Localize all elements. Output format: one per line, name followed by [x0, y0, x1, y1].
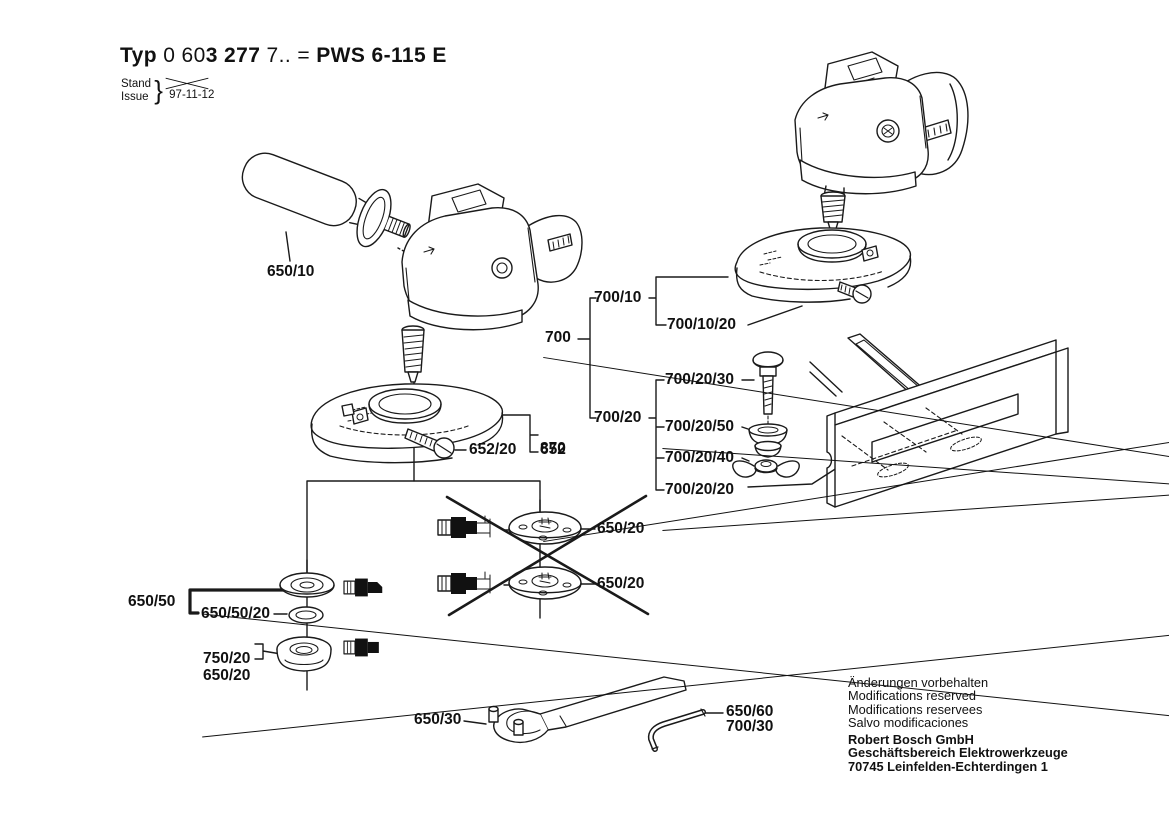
- label-650-20-old-struck: 650/20: [203, 668, 1169, 684]
- label-652-20: 652/20: [469, 441, 517, 458]
- title-code-light-b: 7..: [266, 44, 292, 67]
- label-700: 700: [545, 329, 571, 346]
- leader-lines: [188, 231, 844, 725]
- page-title: Typ 0 603 277 7.. = PWS 6-115 E: [120, 44, 447, 68]
- label-650-60: 650/60: [726, 703, 774, 720]
- label-700-20-20-struck: 700/20/20: [665, 482, 1169, 498]
- label-650-30: 650/30: [414, 711, 462, 728]
- title-equals: =: [297, 44, 311, 67]
- machine-version-icon: [437, 571, 491, 594]
- stand-label: Stand: [121, 78, 152, 90]
- pin-wrench-drawing: [488, 676, 687, 744]
- company-name: Robert Bosch GmbH: [848, 731, 974, 747]
- label-700-30: 700/30: [726, 718, 774, 735]
- flange-750-20-drawing: [276, 636, 332, 672]
- stand-issue-block: Stand Issue } 97-11-12: [121, 75, 215, 105]
- label-700-20: 700/20: [594, 409, 642, 426]
- label-700-20-50: 700/20/50: [665, 418, 734, 435]
- grinder-left-drawing: [401, 183, 583, 383]
- title-typ: Typ: [120, 44, 157, 67]
- title-code-light-a: 0 60: [163, 44, 206, 67]
- wing-nut-drawing: [732, 459, 800, 478]
- machine-version-icon: [343, 638, 379, 657]
- o-ring-650-50-20-drawing: [288, 606, 324, 624]
- side-handle-drawing: [241, 152, 411, 248]
- footer-note: Modifications reserved: [848, 688, 977, 704]
- machine-version-icon: [437, 515, 491, 538]
- issue-date: 97-11-12: [169, 89, 215, 101]
- footer-note: Modifications reservees: [848, 701, 983, 717]
- issue-label: Issue: [121, 91, 149, 103]
- clamping-flange-650-20-lower-drawing: [508, 566, 582, 600]
- machine-version-icon: [343, 578, 383, 597]
- footer-block: Änderungen vorbehalten Modifications res…: [848, 676, 1068, 774]
- title-model: PWS 6-115 E: [316, 44, 447, 67]
- label-700-10: 700/10: [594, 289, 642, 306]
- carriage-bolt-drawing: [752, 351, 784, 427]
- label-870: 870: [540, 440, 566, 457]
- label-650-50: 650/50: [128, 593, 176, 610]
- clamp-screw-652-20-drawing: [404, 428, 455, 459]
- grinder-right-drawing: [794, 51, 969, 233]
- guard-right-drawing: [734, 227, 912, 304]
- label-650-20-lower: 650/20: [597, 575, 645, 592]
- label-652-struck: 652: [540, 442, 1169, 458]
- cross-out-x-mark: [445, 494, 650, 617]
- label-650-50-20: 650/50/20: [201, 605, 270, 622]
- label-650-10: 650/10: [267, 263, 315, 280]
- title-code-bold: 3 277: [205, 44, 261, 67]
- label-650-20-upper: 650/20: [597, 520, 645, 537]
- footer-note: Änderungen vorbehalten: [848, 675, 989, 690]
- backing-flange-650-50-drawing: [279, 572, 335, 598]
- company-division: Geschäftsbereich Elektrowerkzeuge: [848, 745, 1068, 761]
- footer-note: Salvo modificaciones: [848, 715, 969, 731]
- label-750-20: 750/20: [203, 650, 251, 667]
- clamping-flange-650-20-upper-drawing: [508, 511, 582, 545]
- label-700-10-20: 700/10/20: [667, 316, 736, 333]
- guard-left-drawing: [310, 383, 504, 464]
- company-address: 70745 Leinfelden-Echterdingen 1: [848, 759, 1048, 775]
- stand-issue-brace: }: [154, 75, 163, 105]
- stand-crossed-out-value: [169, 78, 205, 89]
- hex-key-drawing: [647, 708, 706, 752]
